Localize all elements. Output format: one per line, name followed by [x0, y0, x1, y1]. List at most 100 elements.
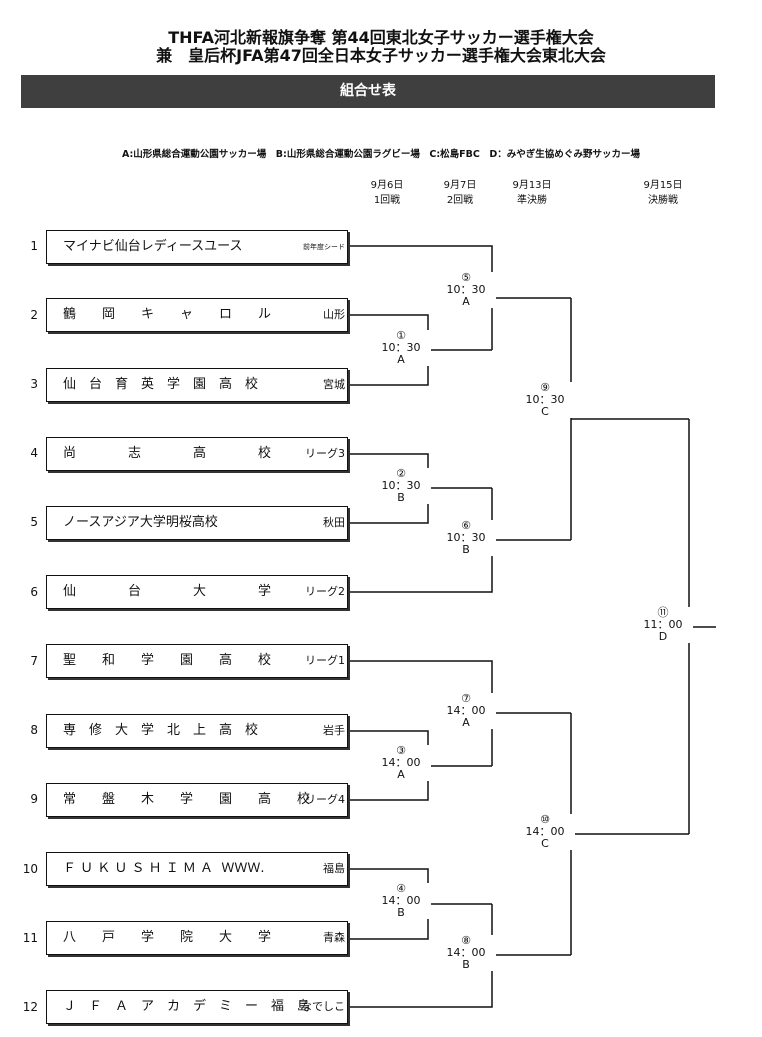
round-name: 1回戦: [373, 195, 401, 206]
team-name: 仙 台 育 英 学 園 高 校: [63, 377, 259, 392]
bracket-line-match-5: [348, 245, 493, 350]
team-box-9: 常 盤 木 学 園 高 校 リーグ4: [46, 783, 348, 817]
match-venue: A: [397, 768, 405, 781]
match-number: ⑦: [461, 692, 471, 705]
round-date: 9月6日: [370, 180, 404, 191]
match-number: ②: [396, 467, 406, 480]
team-note: 青森: [323, 931, 345, 944]
match-venue: B: [462, 958, 470, 971]
match-time: 14：00: [381, 894, 421, 907]
team-name: 聖 和 学 園 高 校: [63, 653, 272, 668]
team-note: リーグ4: [305, 793, 345, 806]
team-note: 福島: [323, 862, 345, 875]
round-date: 9月15日: [643, 180, 683, 191]
team-name: Ｆ Ｕ Ｋ Ｕ Ｓ Ｈ Ｉ Ｍ Ａ ＷＷＷ.: [63, 861, 265, 876]
team-note: なでしこ: [301, 1000, 345, 1013]
seed-number: 10: [22, 862, 38, 876]
round-header-3: 9月13日 準決勝: [497, 178, 567, 208]
title-line-2: 兼 皇后杯JFA第47回全日本女子サッカー選手権大会東北大会: [156, 46, 606, 65]
match-number: ③: [396, 744, 406, 757]
round-header-1: 9月6日 1回戦: [352, 178, 422, 208]
match-time: 10：30: [381, 341, 421, 354]
team-box-2: 鶴 岡 キ ャ ロ ル 山形: [46, 298, 348, 332]
seed-number: 2: [30, 308, 38, 322]
team-note: 宮城: [323, 378, 345, 391]
match-venue: D: [658, 630, 668, 643]
team-box-10: Ｆ Ｕ Ｋ Ｕ Ｓ Ｈ Ｉ Ｍ Ａ ＷＷＷ. 福島: [46, 852, 348, 886]
match-venue: A: [462, 295, 470, 308]
team-name: マイナビ仙台レディースユース: [63, 239, 243, 254]
match-time: 14：00: [381, 756, 421, 769]
round-name: 2回戦: [446, 195, 474, 206]
match-number: ⑪: [657, 606, 669, 619]
team-note: 秋田: [323, 516, 345, 529]
match-label-8: ⑧ 14：00 B: [436, 935, 496, 971]
match-label-1: ① 10：30 A: [371, 330, 431, 366]
team-note: リーグ1: [305, 654, 345, 667]
match-number: ⑩: [540, 813, 550, 826]
seed-number: 1: [30, 239, 38, 253]
team-note: 山形: [323, 308, 345, 321]
page-banner: 組合せ表: [21, 75, 715, 108]
team-box-1: マイナビ仙台レディースユース 前年度シード: [46, 230, 348, 264]
seed-number: 11: [22, 931, 38, 945]
team-box-4: 尚 志 高 校 リーグ3: [46, 437, 348, 471]
team-box-7: 聖 和 学 園 高 校 リーグ1: [46, 644, 348, 678]
seed-number: 4: [30, 446, 38, 460]
match-number: ⑤: [461, 271, 471, 284]
match-venue: B: [462, 543, 470, 556]
match-venue: A: [397, 353, 405, 366]
match-label-7: ⑦ 14：00 A: [436, 693, 496, 729]
match-number: ⑨: [540, 381, 550, 394]
team-box-12: Ｊ Ｆ Ａ ア カ デ ミ ー 福 島 なでしこ: [46, 990, 348, 1024]
team-name: 専 修 大 学 北 上 高 校: [63, 723, 259, 738]
match-time: 11：00: [643, 618, 683, 631]
match-label-2: ② 10：30 B: [371, 468, 431, 504]
seed-number: 5: [30, 515, 38, 529]
match-label-10: ⑩ 14：00 C: [515, 814, 575, 850]
match-time: 14：00: [525, 825, 565, 838]
team-box-5: ノースアジア大学明桜高校 秋田: [46, 506, 348, 540]
team-note: 前年度シード: [303, 243, 345, 251]
match-time: 10：30: [525, 393, 565, 406]
team-name: 鶴 岡 キ ャ ロ ル: [63, 307, 272, 322]
team-note: 岩手: [323, 724, 345, 737]
match-venue: C: [541, 405, 549, 418]
team-box-8: 専 修 大 学 北 上 高 校 岩手: [46, 714, 348, 748]
seed-number: 3: [30, 377, 38, 391]
team-box-11: 八 戸 学 院 大 学 青森: [46, 921, 348, 955]
seed-number: 9: [30, 792, 38, 806]
match-venue: B: [397, 491, 405, 504]
match-label-9: ⑨ 10：30 C: [515, 382, 575, 418]
seed-number: 6: [30, 585, 38, 599]
bracket-line-match-7: [348, 660, 493, 766]
seed-number: 7: [30, 654, 38, 668]
team-name: ノースアジア大学明桜高校: [63, 515, 218, 530]
round-header-4: 9月15日 決勝戦: [628, 178, 698, 208]
team-name: 仙 台 大 学: [63, 584, 272, 599]
round-header-2: 9月7日 2回戦: [425, 178, 495, 208]
round-date: 9月7日: [443, 180, 477, 191]
match-time: 10：30: [446, 283, 486, 296]
match-label-4: ④ 14：00 B: [371, 883, 431, 919]
match-number: ⑧: [461, 934, 471, 947]
team-name: 尚 志 高 校: [63, 446, 272, 461]
seed-number: 8: [30, 723, 38, 737]
match-venue: B: [397, 906, 405, 919]
seed-number: 12: [22, 1000, 38, 1014]
match-venue: C: [541, 837, 549, 850]
venue-legend: A:山形県総合運動公園サッカー場 B:山形県総合運動公園ラグビー場 C:松島FB…: [121, 149, 640, 160]
team-name: 八 戸 学 院 大 学: [63, 930, 272, 945]
match-label-3: ③ 14：00 A: [371, 745, 431, 781]
team-name: Ｊ Ｆ Ａ ア カ デ ミ ー 福 島: [63, 999, 311, 1014]
match-venue: A: [462, 716, 470, 729]
title-line-1: THFA河北新報旗争奪 第44回東北女子サッカー選手権大会: [168, 28, 594, 47]
match-label-5: ⑤ 10：30 A: [436, 272, 496, 308]
match-number: ⑥: [461, 519, 471, 532]
match-time: 10：30: [446, 531, 486, 544]
team-note: リーグ3: [305, 447, 345, 460]
match-time: 14：00: [446, 704, 486, 717]
team-note: リーグ2: [305, 585, 345, 598]
team-box-3: 仙 台 育 英 学 園 高 校 宮城: [46, 368, 348, 402]
round-date: 9月13日: [512, 180, 552, 191]
